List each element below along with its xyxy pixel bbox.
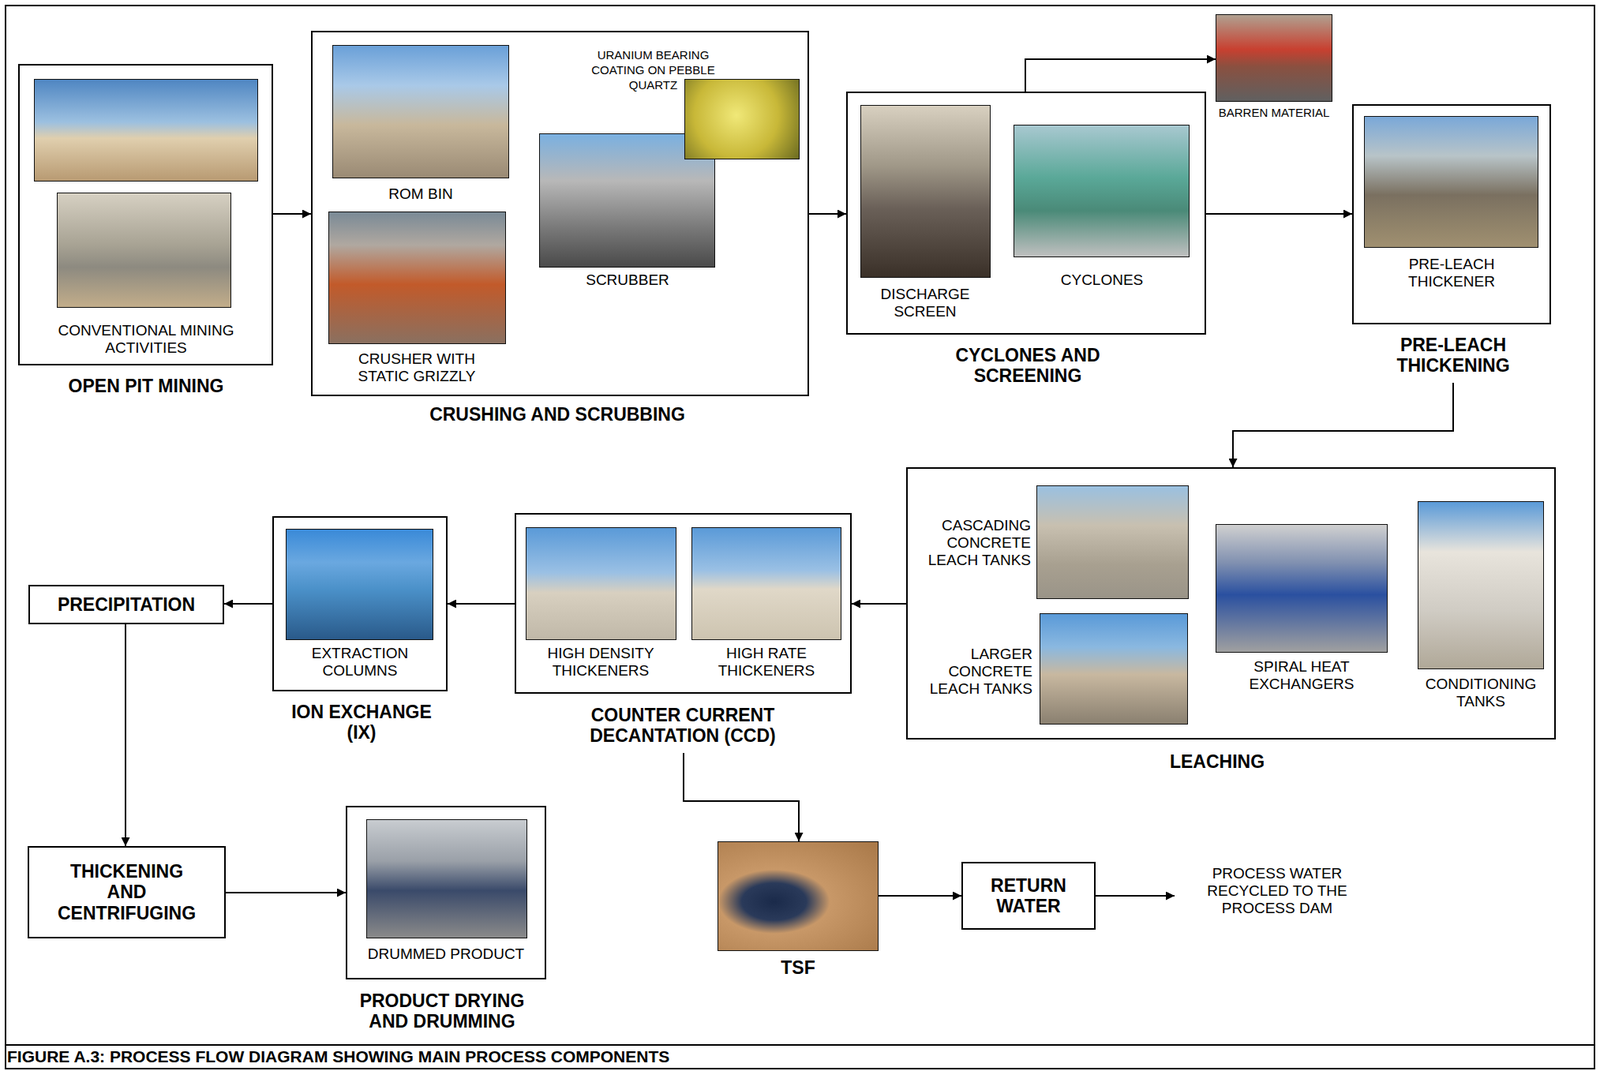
equipment-photo: ROM BIN [332, 44, 510, 179]
process-stage-group: DRUMMED PRODUCTPRODUCT DRYING AND DRUMMI… [345, 805, 547, 980]
flow-connector [683, 753, 799, 842]
photo-caption: ROM BIN [341, 185, 500, 203]
stage-heading: PRE-LEACH THICKENING [1374, 334, 1533, 377]
photo-caption: BARREN MATERIAL [1215, 105, 1333, 120]
site-photo [1363, 116, 1539, 248]
flow-arrow [1095, 895, 1175, 897]
photo-caption: CRUSHER WITH STATIC GRIZZLY [337, 350, 496, 386]
flow-connector [1232, 382, 1454, 468]
photo-caption: CONVENTIONAL MINING ACTIVITIES [27, 322, 265, 357]
flow-connector [124, 624, 127, 847]
stage-heading: OPEN PIT MINING [19, 375, 273, 397]
stage-heading: ION EXCHANGE (IX) [274, 701, 449, 744]
stage-heading: CYCLONES AND SCREENING [933, 344, 1123, 387]
stage-heading: COUNTER CURRENT DECANTATION (CCD) [568, 704, 798, 747]
equipment-photo: HIGH RATE THICKENERS [691, 527, 842, 641]
photo-caption: SPIRAL HEAT EXCHANGERS [1214, 658, 1389, 694]
photo-caption: SCRUBBER [548, 271, 707, 289]
stage-heading: LEACHING [1138, 751, 1297, 772]
process-stage-group: EXTRACTION COLUMNSION EXCHANGE (IX) [272, 516, 448, 692]
photo-caption: DISCHARGE SCREEN [854, 285, 997, 321]
equipment-photo: LARGER CONCRETE LEACH TANKS [1039, 613, 1188, 725]
photo-caption: DRUMMED PRODUCT [367, 945, 525, 963]
photo-caption: CASCADING CONCRETE LEACH TANKS [912, 517, 1031, 570]
photo-caption: LARGER CONCRETE LEACH TANKS [914, 645, 1033, 698]
note-label: PROCESS WATER RECYCLED TO THE PROCESS DA… [1198, 865, 1357, 918]
process-stage-group: CRUSHING AND SCRUBBINGROM BINCRUSHER WIT… [311, 30, 810, 397]
process-stage-group: COUNTER CURRENT DECANTATION (CCD)HIGH DE… [514, 513, 852, 694]
equipment-photo: CONDITIONING TANKS [1417, 501, 1544, 670]
photo-caption: HIGH DENSITY THICKENERS [521, 644, 680, 680]
flow-connector [447, 603, 515, 605]
photo-caption: URANIUM BEARING COATING ON PEBBLE QUARTZ [584, 47, 723, 93]
process-stage-group: CONVENTIONAL MINING ACTIVITIESOPEN PIT M… [18, 63, 274, 366]
site-photo [33, 78, 259, 182]
equipment-photo: TSF [717, 841, 879, 952]
figure-caption: FIGURE A.3: PROCESS FLOW DIAGRAM SHOWING… [7, 1047, 670, 1066]
flow-connector [851, 603, 907, 605]
flow-connector [273, 213, 312, 215]
equipment-photo: URANIUM BEARING COATING ON PEBBLE QUARTZ [684, 78, 800, 160]
equipment-photo: CASCADING CONCRETE LEACH TANKS [1036, 485, 1189, 600]
process-stage-group: PRE-LEACH THICKENERPRE-LEACH THICKENING [1352, 104, 1552, 325]
photo-caption: CONDITIONING TANKS [1413, 675, 1548, 711]
process-label: PRECIPITATION [57, 594, 195, 615]
photo-caption: EXTRACTION COLUMNS [281, 644, 439, 680]
process-label: THICKENING AND CENTRIFUGING [52, 861, 203, 924]
flow-connector [1025, 59, 1216, 92]
site-photo [285, 528, 434, 641]
process-box: PRECIPITATION [28, 584, 225, 625]
stage-heading: TSF [758, 957, 838, 978]
flow-connector [224, 603, 273, 605]
equipment-photo: CYCLONES [1013, 124, 1190, 258]
process-label: RETURN WATER [967, 875, 1090, 918]
flow-connector [225, 891, 346, 894]
process-box: RETURN WATER [961, 861, 1096, 930]
flow-connector [809, 213, 847, 215]
equipment-photo: HIGH DENSITY THICKENERS [525, 527, 677, 641]
equipment-photo: CRUSHER WITH STATIC GRIZZLY [328, 211, 506, 345]
flow-connector [878, 895, 962, 897]
photo-caption: HIGH RATE THICKENERS [687, 644, 846, 680]
equipment-photo: SPIRAL HEAT EXCHANGERS [1215, 524, 1388, 653]
equipment-photo: BARREN MATERIAL [1215, 14, 1333, 102]
caption-rule [4, 1044, 1596, 1046]
stage-heading: PRODUCT DRYING AND DRUMMING [343, 990, 541, 1033]
process-stage-group: CYCLONES AND SCREENINGDISCHARGE SCREENCY… [846, 91, 1207, 335]
equipment-photo: DISCHARGE SCREEN [860, 104, 991, 278]
stage-heading: CRUSHING AND SCRUBBING [359, 404, 755, 425]
process-stage-group: LEACHINGCASCADING CONCRETE LEACH TANKSLA… [906, 467, 1556, 740]
site-photo [56, 192, 232, 308]
photo-caption: PRE-LEACH THICKENER [1364, 255, 1539, 291]
flow-connector [1206, 213, 1353, 215]
process-box: THICKENING AND CENTRIFUGING [27, 846, 226, 939]
site-photo [366, 819, 528, 939]
photo-caption: CYCLONES [1022, 271, 1181, 289]
